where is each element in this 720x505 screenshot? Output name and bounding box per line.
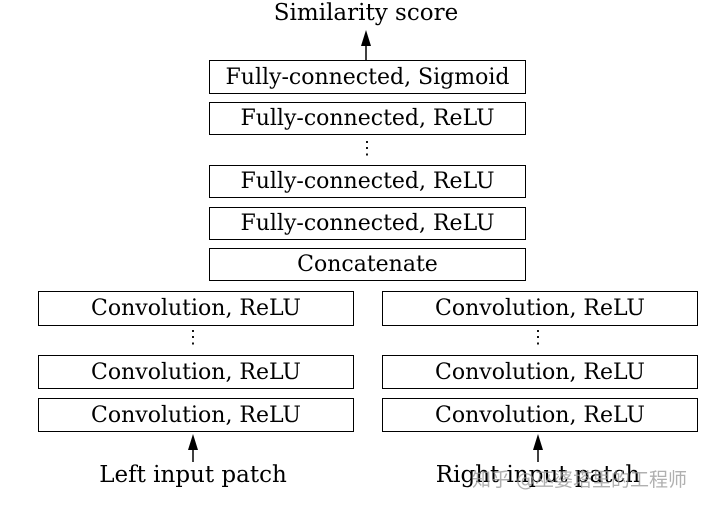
- left-conv-layer-top: Convolution, ReLU: [38, 291, 354, 326]
- fc-relu-layer-bottom: Fully-connected, ReLU: [209, 207, 526, 240]
- head-ellipsis: ⋮: [358, 138, 376, 159]
- right-conv-layer-bottom: Convolution, ReLU: [382, 398, 698, 432]
- right-input-arrowhead: [533, 434, 543, 450]
- right-conv-layer-middle: Convolution, ReLU: [382, 355, 698, 389]
- left-input-label: Left input patch: [99, 462, 287, 488]
- concatenate-layer: Concatenate: [209, 248, 526, 281]
- left-input-arrowhead: [188, 434, 198, 450]
- right-ellipsis: ⋮: [529, 327, 547, 348]
- watermark: 知乎 @巫婆塔里的工程师: [472, 469, 688, 491]
- output-arrowhead: [361, 30, 371, 46]
- fc-sigmoid-layer: Fully-connected, Sigmoid: [209, 60, 526, 94]
- fc-relu-layer-middle: Fully-connected, ReLU: [209, 165, 526, 198]
- left-ellipsis: ⋮: [184, 327, 202, 348]
- right-input-label: Right input patch: [435, 462, 641, 488]
- output-label: Similarity score: [273, 0, 459, 26]
- left-conv-layer-middle: Convolution, ReLU: [38, 355, 354, 389]
- fc-relu-layer-top: Fully-connected, ReLU: [209, 102, 526, 135]
- left-conv-layer-bottom: Convolution, ReLU: [38, 398, 354, 432]
- right-conv-layer-top: Convolution, ReLU: [382, 291, 698, 326]
